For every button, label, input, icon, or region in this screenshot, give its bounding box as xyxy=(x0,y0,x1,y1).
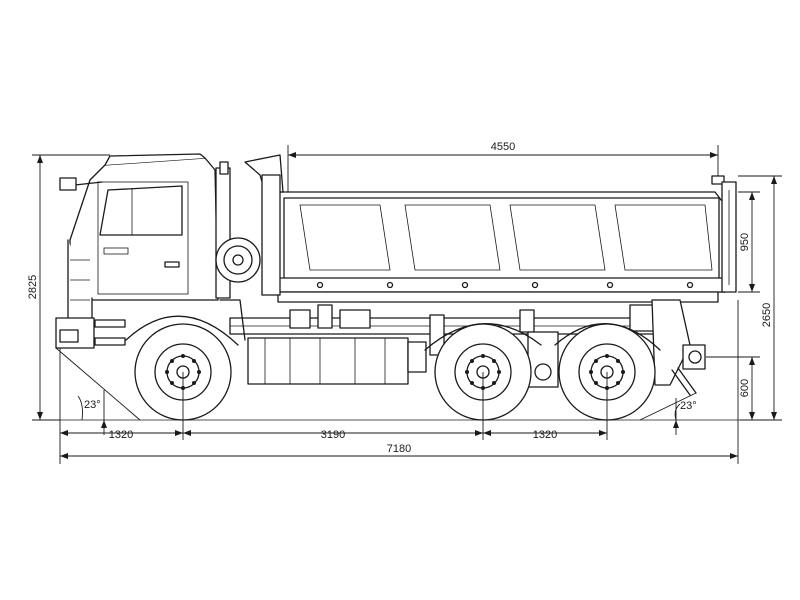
label-front-overhang: 1320 xyxy=(109,429,133,441)
mid-wheel-arch xyxy=(424,323,542,351)
dimension-lines xyxy=(32,145,782,464)
label-rear-axle-spacing: 1320 xyxy=(533,429,557,441)
rear-wheel-arch xyxy=(554,323,661,351)
front-wheel-arch xyxy=(125,315,239,346)
label-rear-frame-height: 600 xyxy=(739,379,751,397)
label-body-height: 950 xyxy=(739,233,751,251)
label-wheelbase: 3190 xyxy=(321,429,345,441)
truck-outline xyxy=(55,153,740,421)
cab xyxy=(55,153,261,349)
label-overall-length: 7180 xyxy=(387,443,411,455)
label-body-top-height: 2650 xyxy=(761,303,773,327)
fuel-tank xyxy=(247,337,427,385)
label-overall-height: 2825 xyxy=(27,275,39,299)
dimension-labels: 4550 2825 950 2650 600 23° 23° 1320 3190… xyxy=(27,141,773,455)
label-approach-angle: 23° xyxy=(84,399,101,411)
rear-bumper xyxy=(651,299,706,396)
label-body-length: 4550 xyxy=(491,141,515,153)
dump-body xyxy=(244,154,737,303)
label-departure-angle: 23° xyxy=(680,400,697,412)
